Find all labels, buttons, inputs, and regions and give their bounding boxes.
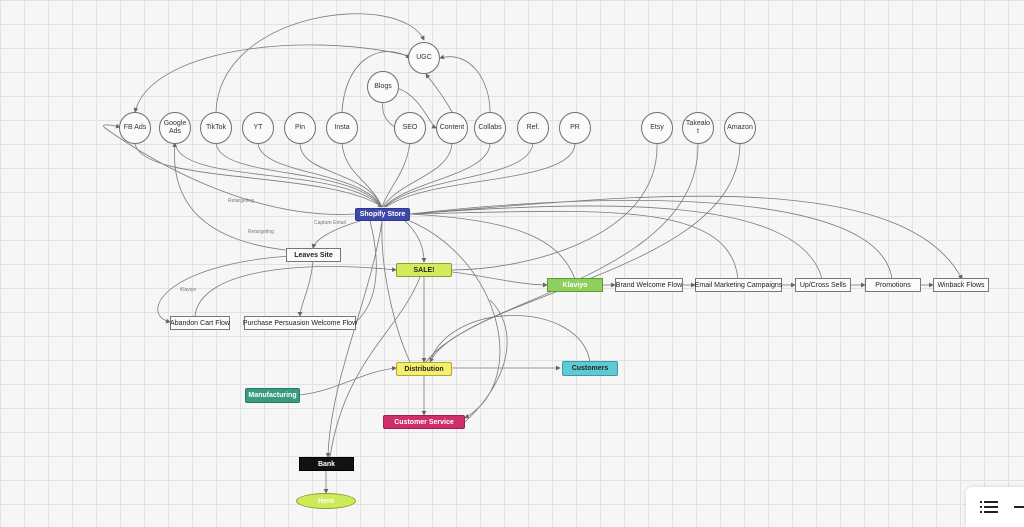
- edge-google-shopify: [174, 142, 383, 208]
- node-tiktok[interactable]: TikTok: [200, 112, 232, 144]
- node-purchase-persuasion-welcome-flow[interactable]: Purchase Persuasion Welcome Flow: [243, 316, 357, 330]
- edge-pr-shopify: [385, 142, 576, 208]
- edge-content-ugc: [425, 73, 453, 113]
- node-email-marketing-campaigns[interactable]: Email Marketing Campaigns: [695, 278, 782, 292]
- zoom-out-icon[interactable]: [1014, 506, 1024, 508]
- node-pin[interactable]: Pin: [284, 112, 316, 144]
- node-sale[interactable]: SALE!: [396, 263, 452, 277]
- edge-collabs-shopify: [383, 142, 491, 208]
- edge-fb-shopify: [134, 142, 383, 208]
- edge-retarget-google: [172, 142, 287, 251]
- node-seo[interactable]: SEO: [394, 112, 426, 144]
- node-content[interactable]: Content: [436, 112, 468, 144]
- node-pr[interactable]: PR: [559, 112, 591, 144]
- edge-manufacturing-distribution: [299, 366, 397, 396]
- edge-shopify-upcross: [409, 205, 823, 280]
- edge-label-klaviyo: Klaviyo: [180, 287, 197, 293]
- edge-shopify-klaviyo: [409, 213, 576, 280]
- node-hero[interactable]: Hero: [296, 493, 356, 509]
- edge-label-capture-email: Capture Email: [314, 220, 346, 226]
- edge-tiktok-shopify: [215, 142, 383, 208]
- edge-retarget-fb: [103, 123, 356, 215]
- edge-content-shopify: [382, 142, 453, 208]
- edge-abandon-sale: [194, 266, 397, 317]
- node-etsy[interactable]: Etsy: [641, 112, 673, 144]
- edge-sale-klaviyo: [451, 271, 548, 288]
- edge-shopify-leaves: [311, 220, 361, 249]
- node-takealot[interactable]: Takealot: [682, 112, 714, 144]
- edge-etsy-sale: [451, 142, 658, 271]
- edge-leaves-abandon: [157, 255, 291, 324]
- edge-sale-bank: [329, 276, 421, 458]
- node-brand-welcome-flow[interactable]: Brand Welcome Flow: [615, 278, 683, 292]
- node-abandon-cart-flow[interactable]: Abandon Cart Flow: [170, 316, 230, 330]
- node-winback-flows[interactable]: Winback Flows: [933, 278, 989, 292]
- edge-shopify-sale: [404, 220, 427, 263]
- edge-shopify-email: [409, 210, 739, 280]
- node-promotions[interactable]: Promotions: [865, 278, 921, 292]
- node-upcross-sells[interactable]: Up/Cross Sells: [795, 278, 851, 292]
- node-yt[interactable]: YT: [242, 112, 274, 144]
- edge-shopify-distribution: [381, 220, 411, 363]
- node-blogs[interactable]: Blogs: [367, 71, 399, 103]
- node-customer-service[interactable]: Customer Service: [383, 415, 465, 429]
- node-customers[interactable]: Customers: [562, 361, 618, 376]
- edge-insta-shopify: [341, 142, 383, 208]
- edge-leaves-purchase: [297, 261, 314, 317]
- edge-insta-ugc: [341, 51, 411, 113]
- edge-shopify-promotions: [409, 200, 893, 280]
- node-ref[interactable]: Ref.: [517, 112, 549, 144]
- edge-shopify-bank: [325, 220, 383, 458]
- edge-blogs-content: [396, 87, 437, 129]
- node-ugc[interactable]: UGC: [408, 42, 440, 74]
- edge-customers-distribution: [429, 315, 591, 363]
- edge-shopify-winback: [409, 195, 963, 280]
- node-amazon[interactable]: Amazon: [724, 112, 756, 144]
- edge-collabs-ugc: [439, 54, 491, 113]
- node-klaviyo[interactable]: Klaviyo: [547, 278, 603, 292]
- edge-takealot-distribution: [429, 142, 699, 363]
- list-icon[interactable]: [980, 500, 998, 514]
- edge-pin-shopify: [299, 142, 383, 208]
- board-toolbar: [966, 487, 1024, 527]
- edge-cs-distribution: [464, 299, 508, 423]
- node-manufacturing[interactable]: Manufacturing: [245, 388, 300, 403]
- edge-shopify-customerservice: [409, 220, 501, 419]
- edge-seo-shopify: [381, 142, 411, 208]
- node-google-ads[interactable]: Google Ads: [159, 112, 191, 144]
- edge-label-retargeting: Retargeting: [228, 198, 254, 204]
- edge-label-retargeting: Retargeting: [248, 229, 274, 235]
- node-leaves-site[interactable]: Leaves Site: [286, 248, 341, 262]
- node-fb-ads[interactable]: FB Ads: [119, 112, 151, 144]
- node-collabs[interactable]: Collabs: [474, 112, 506, 144]
- node-distribution[interactable]: Distribution: [396, 362, 452, 376]
- edge-ugc-fb: [133, 44, 411, 113]
- node-shopify-store[interactable]: Shopify Store: [355, 208, 410, 221]
- node-bank[interactable]: Bank: [299, 457, 354, 471]
- edge-amazon-distribution: [425, 142, 741, 363]
- node-insta[interactable]: Insta: [326, 112, 358, 144]
- edge-purchase-shopify: [355, 220, 377, 323]
- edge-ref-shopify: [384, 142, 534, 208]
- edge-yt-shopify: [257, 142, 383, 208]
